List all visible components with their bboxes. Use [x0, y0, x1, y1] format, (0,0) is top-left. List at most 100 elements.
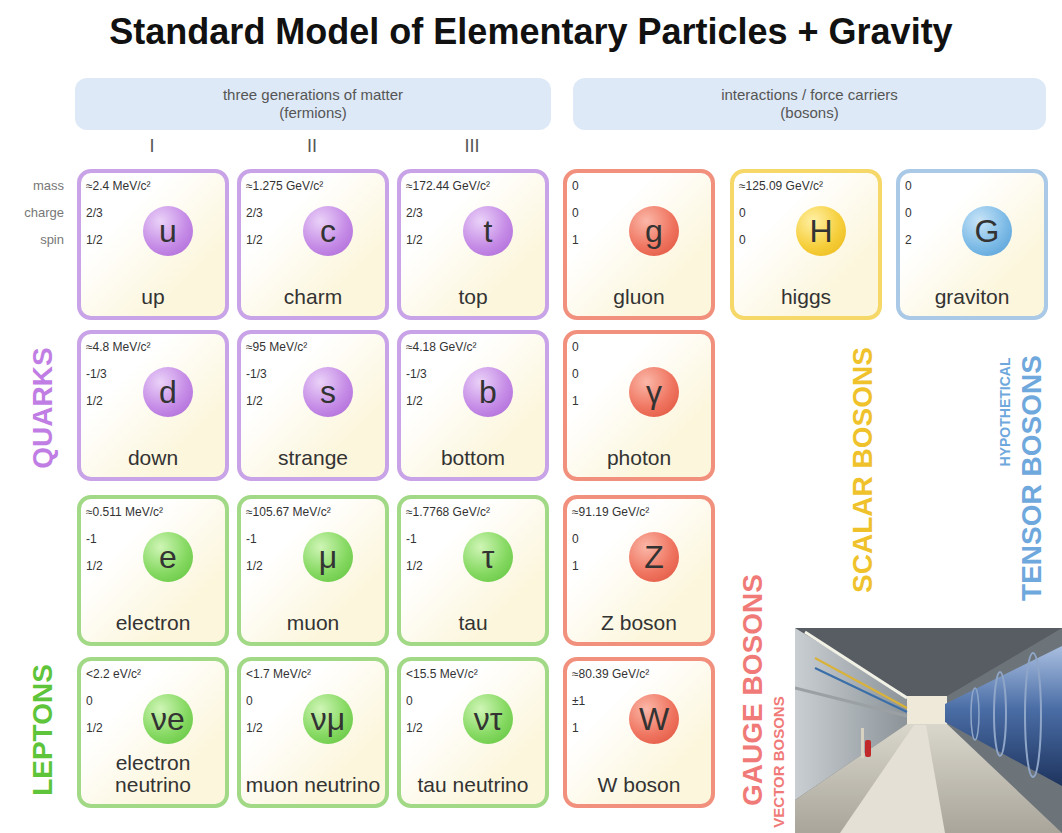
particle-name: higgs [734, 286, 878, 308]
charge-value: -1/3 [86, 367, 107, 381]
particle-name: electron neutrino [81, 752, 225, 796]
mass-value: <1.7 MeV/c² [246, 667, 311, 681]
particle-card: ≈91.19 GeV/c²01Z bosonZ [563, 495, 715, 646]
charge-value: ±1 [572, 694, 585, 708]
band-text: three generations of matter (fermions) [197, 86, 429, 122]
spin-value: 0 [739, 233, 746, 247]
symbol-circle: G [962, 206, 1012, 256]
particle-symbol: H [809, 215, 832, 247]
particle-symbol: Z [644, 541, 664, 573]
particle-card: ≈172.44 GeV/c² 2/3 1/2 top t [397, 169, 549, 320]
symbol-circle: d [143, 367, 193, 417]
mass-value: 0 [572, 179, 579, 193]
particle-name: W boson [567, 774, 711, 796]
particle-name: top [401, 286, 545, 308]
spin-value: 1/2 [246, 233, 263, 247]
particle-name: Z boson [567, 612, 711, 634]
particle-name: graviton [900, 286, 1044, 308]
particle-symbol: νμ [311, 703, 345, 735]
diagram-title: Standard Model of Elementary Particles +… [0, 10, 1062, 54]
spin-value: 1/2 [86, 394, 103, 408]
group-label: HYPOTHETICAL [998, 358, 1013, 467]
particle-card: 001gluong [563, 169, 715, 320]
symbol-circle: c [303, 206, 353, 256]
charge-value: 0 [86, 694, 93, 708]
particle-card: ≈105.67 MeV/c²-11/2muonμ [237, 495, 389, 646]
row-label: spin [40, 233, 64, 247]
spin-value: 1 [572, 394, 579, 408]
mass-value: ≈0.511 MeV/c² [86, 505, 163, 519]
particle-card: ≈1.7768 GeV/c²-11/2tauτ [397, 495, 549, 646]
particle-symbol: b [479, 376, 497, 408]
charge-value: 0 [246, 694, 253, 708]
particle-symbol: W [639, 703, 669, 735]
symbol-circle: g [629, 206, 679, 256]
spin-value: 1 [572, 233, 579, 247]
charge-value: 0 [905, 206, 912, 220]
particle-symbol: γ [646, 376, 662, 408]
mass-value: ≈95 MeV/c² [246, 340, 307, 354]
row-label: mass [33, 179, 64, 193]
header-band: interactions / force carriers (bosons) [573, 78, 1046, 130]
group-label: LEPTONS [27, 664, 58, 796]
mass-value: <15.5 MeV/c² [406, 667, 478, 681]
symbol-circle: b [463, 367, 513, 417]
particle-symbol: t [484, 215, 493, 247]
charge-value: -1 [246, 532, 257, 546]
particle-name: gluon [567, 286, 711, 308]
mass-value: ≈4.18 GeV/c² [406, 340, 477, 354]
symbol-circle: νe [143, 694, 193, 744]
particle-symbol: d [159, 376, 177, 408]
particle-name: charm [241, 286, 385, 308]
charge-value: 0 [739, 206, 746, 220]
particle-card: 002gravitonG [896, 169, 1048, 320]
particle-symbol: c [320, 215, 336, 247]
symbol-circle: s [303, 367, 353, 417]
symbol-circle: e [143, 532, 193, 582]
mass-value: ≈172.44 GeV/c² [406, 179, 490, 193]
group-label: VECTOR BOSONS [770, 696, 787, 827]
charge-value: 2/3 [246, 206, 263, 220]
generation-label: III [464, 136, 479, 156]
mass-value: 0 [572, 340, 579, 354]
group-label: QUARKS [27, 347, 58, 468]
particle-card: ≈80.39 GeV/c²±11W bosonW [563, 657, 715, 808]
mass-value: ≈105.67 MeV/c² [246, 505, 331, 519]
particle-name: muon [241, 612, 385, 634]
particle-card: ≈1.275 GeV/c² 2/3 1/2 charm c [237, 169, 389, 320]
particle-symbol: e [159, 541, 177, 573]
particle-name: electron [81, 612, 225, 634]
particle-card: ≈95 MeV/c² -1/3 1/2 strange s [237, 330, 389, 481]
particle-symbol: τ [482, 541, 495, 573]
mass-value: ≈4.8 MeV/c² [86, 340, 151, 354]
symbol-circle: τ [463, 532, 513, 582]
mass-value: 0 [905, 179, 912, 193]
particle-name: photon [567, 447, 711, 469]
symbol-circle: W [629, 694, 679, 744]
charge-value: 2/3 [86, 206, 103, 220]
particle-name: strange [241, 447, 385, 469]
particle-name: up [81, 286, 225, 308]
symbol-circle: γ [629, 367, 679, 417]
group-label: GAUGE BOSONS [737, 574, 768, 806]
particle-name: muon neutrino [241, 774, 385, 796]
mass-value: ≈1.275 GeV/c² [246, 179, 323, 193]
spin-value: 1/2 [86, 721, 103, 735]
mass-value: <2.2 eV/c² [86, 667, 141, 681]
particle-name: tau [401, 612, 545, 634]
particle-symbol: u [159, 215, 177, 247]
particle-card: ≈125.09 GeV/c²00higgsH [730, 169, 882, 320]
spin-value: 1/2 [246, 394, 263, 408]
spin-value: 1/2 [406, 233, 423, 247]
symbol-circle: H [796, 206, 846, 256]
charge-value: 2/3 [406, 206, 423, 220]
particle-name: tau neutrino [401, 774, 545, 796]
spin-value: 1/2 [406, 559, 423, 573]
particle-name: bottom [401, 447, 545, 469]
particle-symbol: s [320, 376, 336, 408]
charge-value: 0 [572, 367, 579, 381]
generation-label: II [307, 136, 317, 156]
particle-name: down [81, 447, 225, 469]
charge-value: -1/3 [246, 367, 267, 381]
